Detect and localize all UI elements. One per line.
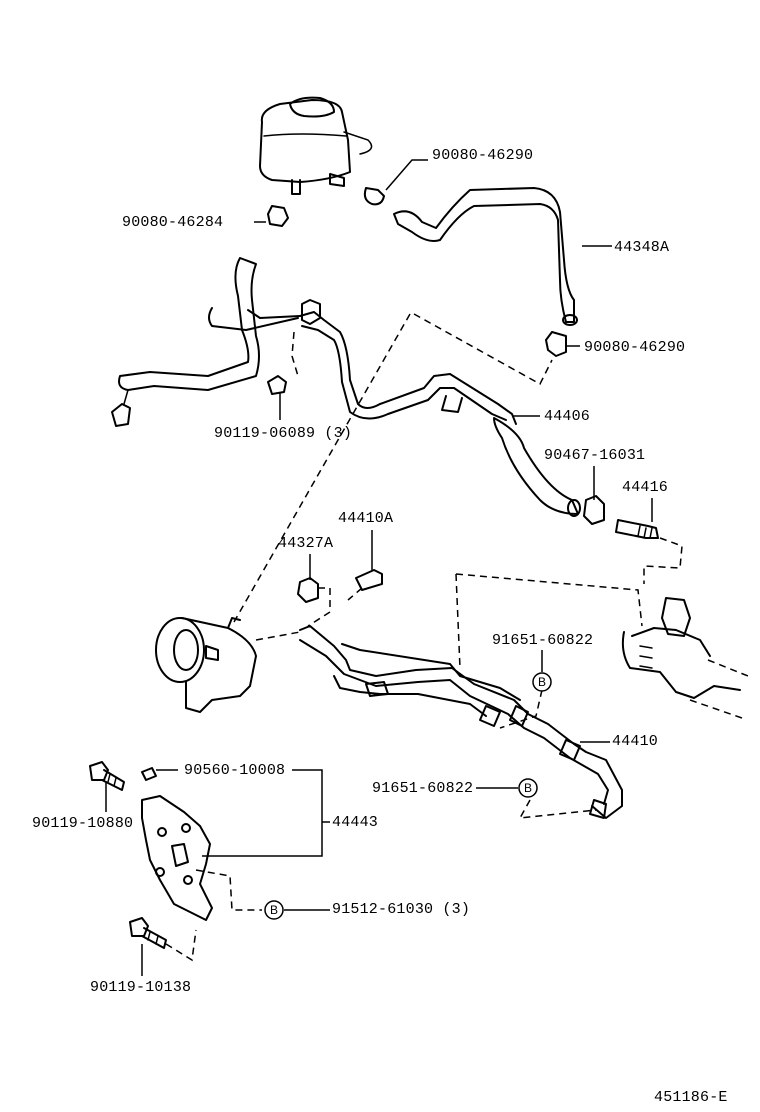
fitting-44410a [355, 569, 383, 591]
clamp-top [363, 187, 385, 206]
bolt-10880 [89, 761, 125, 791]
bolt-06089 [267, 375, 287, 395]
washer-10008 [141, 767, 157, 781]
pressure-tube [299, 299, 581, 517]
label-90119-06089: 90119-06089 (3) [214, 425, 353, 442]
label-90560-10008: 90560-10008 [184, 762, 286, 779]
label-44327a: 44327A [278, 535, 334, 552]
union-44416 [615, 519, 659, 539]
label-44416: 44416 [622, 479, 669, 496]
label-44443: 44443 [332, 814, 379, 831]
leader-lines [105, 159, 653, 976]
label-44348a: 44348A [614, 239, 670, 256]
dashed-relations [165, 313, 683, 962]
b-marker-bottom [264, 900, 284, 920]
label-44406: 44406 [544, 408, 591, 425]
label-90080-46290-top: 90080-46290 [432, 147, 534, 164]
b-marker-mid [518, 778, 538, 798]
vane-pump [155, 617, 257, 713]
bolt-10138 [129, 917, 167, 949]
b-marker-bottom-text: B [270, 903, 278, 917]
label-90119-10880: 90119-10880 [32, 815, 134, 832]
label-90080-46290-mid: 90080-46290 [584, 339, 686, 356]
label-91512-61030: 91512-61030 (3) [332, 901, 471, 918]
return-hose [393, 187, 578, 326]
b-marker-top-text: B [538, 675, 546, 689]
reservoir-tank [259, 96, 373, 195]
b-marker-top [532, 672, 552, 692]
clamp-16031 [583, 495, 605, 525]
label-44410: 44410 [612, 733, 659, 750]
label-90119-10138: 90119-10138 [90, 979, 192, 996]
label-91651-60822-top: 91651-60822 [492, 632, 594, 649]
pressure-hose [299, 625, 623, 819]
steering-gear [621, 597, 749, 719]
b-markers: B B B [264, 672, 552, 920]
label-44410a: 44410A [338, 510, 394, 527]
pump-bracket [141, 795, 213, 921]
drawing-number: 451186-E [654, 1089, 728, 1106]
part-44327a [297, 577, 319, 603]
label-91651-60822-bottom: 91651-60822 [372, 780, 474, 797]
clamp-left [267, 205, 289, 227]
b-marker-mid-text: B [524, 781, 532, 795]
label-90467-16031: 90467-16031 [544, 447, 646, 464]
tube-left [111, 257, 301, 427]
clamp-mid [545, 331, 567, 357]
label-90080-46284: 90080-46284 [122, 214, 224, 231]
